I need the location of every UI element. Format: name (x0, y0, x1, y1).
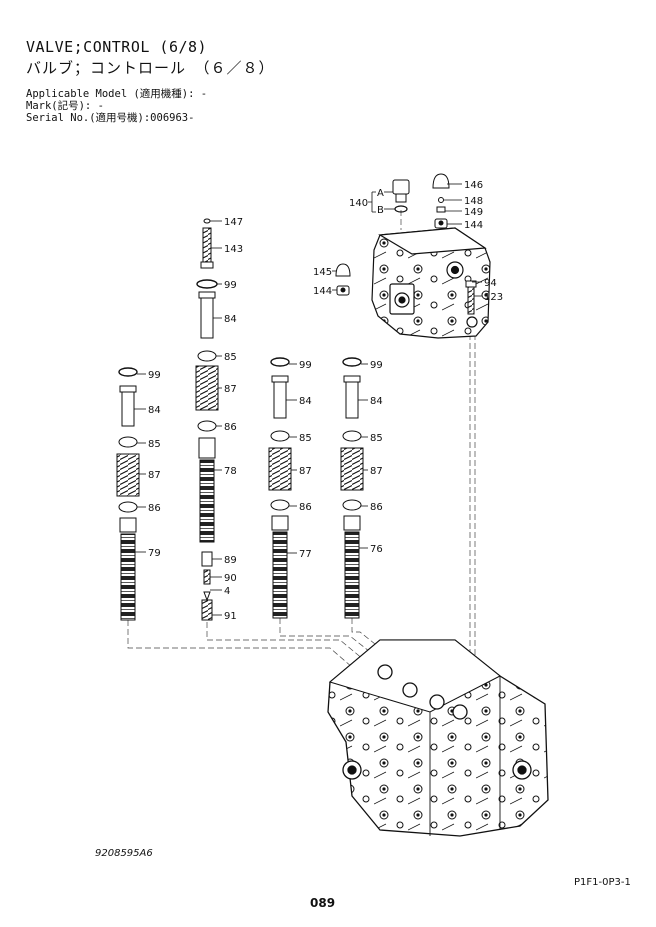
callout-89: 89 (224, 555, 237, 566)
callout-146: 146 (464, 180, 483, 191)
callout-99-s1: 99 (148, 370, 161, 381)
callout-84-s3: 84 (299, 396, 312, 407)
callout-86-s1: 86 (148, 503, 161, 514)
stack-78 (195, 218, 219, 621)
callout-77: 77 (299, 549, 312, 560)
stack-76 (340, 357, 364, 619)
callout-79: 79 (148, 548, 161, 559)
leader-lines (134, 183, 482, 616)
control-valve-body (327, 639, 549, 837)
callout-86-s2: 86 (224, 422, 237, 433)
callout-86-s4: 86 (370, 502, 383, 513)
nut-144b (336, 285, 350, 296)
callout-143: 143 (224, 244, 243, 255)
callout-140-b: B (377, 205, 384, 216)
callout-76: 76 (370, 544, 383, 555)
callout-140: 140 (349, 198, 368, 209)
callout-78: 78 (224, 466, 237, 477)
callout-87-s1: 87 (148, 470, 161, 481)
callout-140-a: A (377, 188, 384, 199)
callout-144-left: 144 (313, 286, 332, 297)
callout-90: 90 (224, 573, 237, 584)
callout-148: 148 (464, 196, 483, 207)
figure-id: 9208595A6 (95, 848, 153, 859)
callout-86-s3: 86 (299, 502, 312, 513)
ring-148 (438, 197, 444, 203)
callout-87-s4: 87 (370, 466, 383, 477)
stack-77 (268, 357, 292, 619)
callout-85-s1: 85 (148, 439, 161, 450)
callout-84-s2: 84 (224, 314, 237, 325)
callout-123: 123 (484, 292, 503, 303)
part-149 (436, 206, 446, 213)
callout-145: 145 (313, 267, 332, 278)
serial-number: Serial No.(適用号機):006963- (26, 112, 195, 124)
callout-84-s1: 84 (148, 405, 161, 416)
callout-87-s3: 87 (299, 466, 312, 477)
nut-144a (434, 218, 448, 229)
callout-85-s3: 85 (299, 433, 312, 444)
cap-146 (432, 173, 450, 189)
callout-149: 149 (464, 207, 483, 218)
callout-99-s2: 99 (224, 280, 237, 291)
callout-147: 147 (224, 217, 243, 228)
callout-99-s4: 99 (370, 360, 383, 371)
callout-85-s4: 85 (370, 433, 383, 444)
title-japanese: バルブ；コントロール （６／８） (26, 59, 275, 77)
callout-87-s2: 87 (224, 384, 237, 395)
page-code: P1F1-0P3-1 (574, 877, 631, 888)
callout-144-top: 144 (464, 220, 483, 231)
bolt-94 (465, 280, 477, 315)
pilot-cover-block (371, 227, 491, 339)
callout-4: 4 (224, 586, 230, 597)
page-number: 089 (310, 896, 336, 910)
callout-85-s2: 85 (224, 352, 237, 363)
cap-145 (335, 263, 351, 277)
callout-91: 91 (224, 611, 237, 622)
plug-140a (392, 179, 410, 203)
title-english: VALVE;CONTROL (6/8) (26, 38, 208, 56)
callout-94: 94 (484, 278, 497, 289)
callout-84-s4: 84 (370, 396, 383, 407)
callout-99-s3: 99 (299, 360, 312, 371)
stack-79 (116, 367, 140, 621)
applicable-model: Applicable Model (適用機種): - (26, 88, 208, 100)
mark-line: Mark(記号): - (26, 100, 104, 112)
